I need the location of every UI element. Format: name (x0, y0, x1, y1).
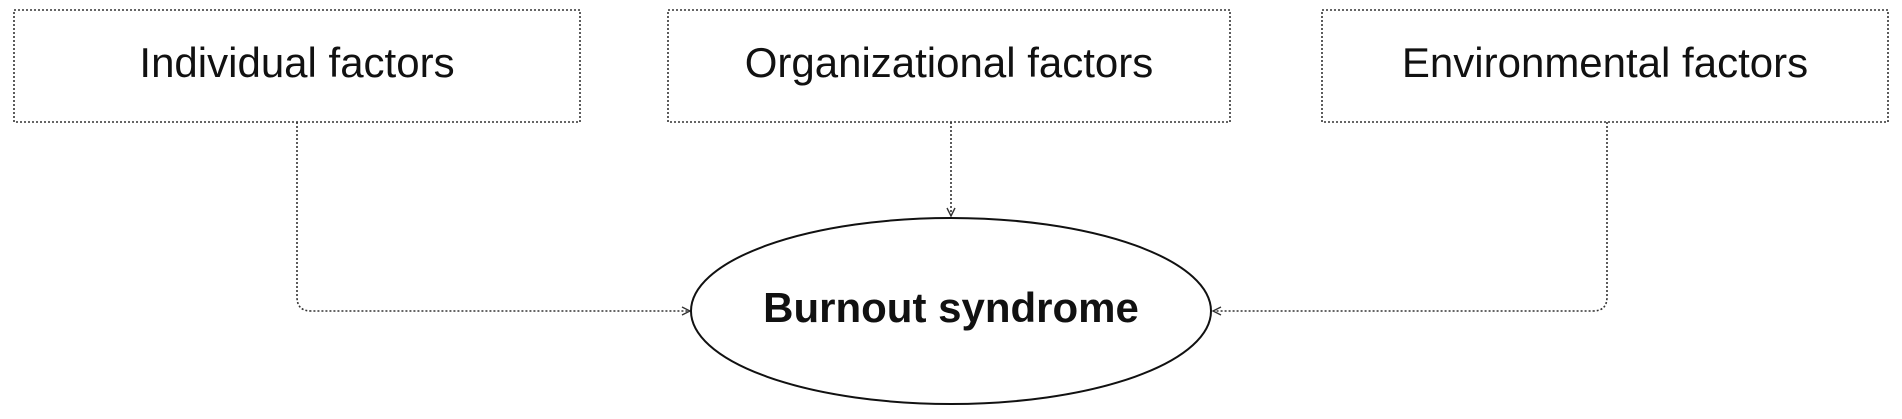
outcome-label: Burnout syndrome (763, 284, 1139, 331)
factor-label-environmental: Environmental factors (1402, 39, 1808, 86)
factor-box-organizational: Organizational factors (667, 9, 1231, 123)
connector-environmental-to-outcome (1213, 122, 1608, 311)
factor-box-environmental: Environmental factors (1321, 9, 1889, 123)
factor-box-individual: Individual factors (13, 9, 581, 123)
connector-individual-to-outcome (296, 122, 690, 311)
factor-label-individual: Individual factors (139, 39, 454, 86)
outcome-node: Burnout syndrome (690, 217, 1212, 405)
factor-label-organizational: Organizational factors (745, 39, 1154, 86)
